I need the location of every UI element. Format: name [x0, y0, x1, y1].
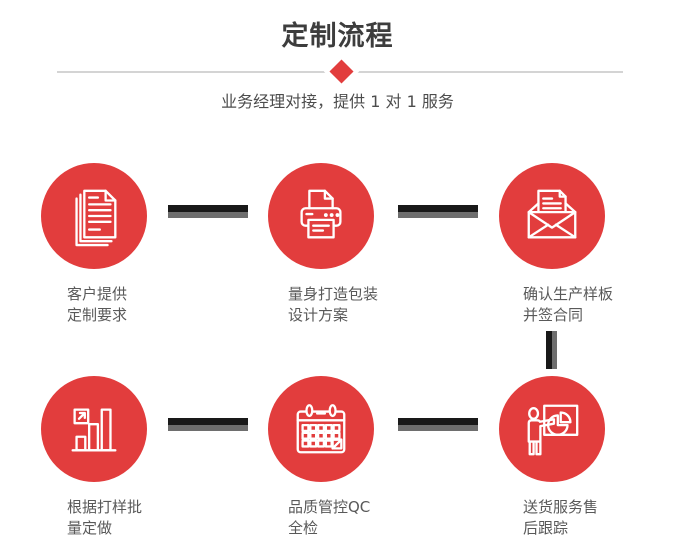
diamond-accent-icon [329, 59, 354, 84]
documents-icon [75, 189, 117, 247]
step-circle-5 [268, 376, 374, 482]
step-circle-4 [41, 376, 147, 482]
step-circle-2 [268, 163, 374, 269]
step-label-1: 客户提供 定制要求 [67, 285, 128, 324]
step-label-4: 根据打样批 量定做 [67, 498, 143, 537]
page-title: 定制流程 [281, 21, 394, 52]
step-label-5: 品质管控QC 全检 [288, 498, 371, 537]
subtitle: 业务经理对接，提供 1 对 1 服务 [221, 92, 454, 111]
bar-chart-icon [71, 408, 117, 452]
step-circle-3 [499, 163, 605, 269]
calendar-icon [296, 404, 346, 454]
step-circle-6 [499, 376, 605, 482]
presenter-icon [527, 404, 579, 456]
connector-step1-step2 [168, 205, 248, 218]
step-label-2: 量身打造包装 设计方案 [288, 285, 379, 324]
step-circle-1 [41, 163, 147, 269]
step-label-3: 确认生产样板 并签合同 [523, 285, 614, 324]
connector-step4-step5 [168, 418, 248, 431]
connector-step5-step6 [398, 418, 478, 431]
step-label-6: 送货服务售 后跟踪 [523, 498, 599, 537]
connector-step2-step3 [398, 205, 478, 218]
printer-icon [300, 189, 342, 239]
connector-step3-step6 [546, 331, 557, 369]
envelope-icon [527, 189, 577, 239]
